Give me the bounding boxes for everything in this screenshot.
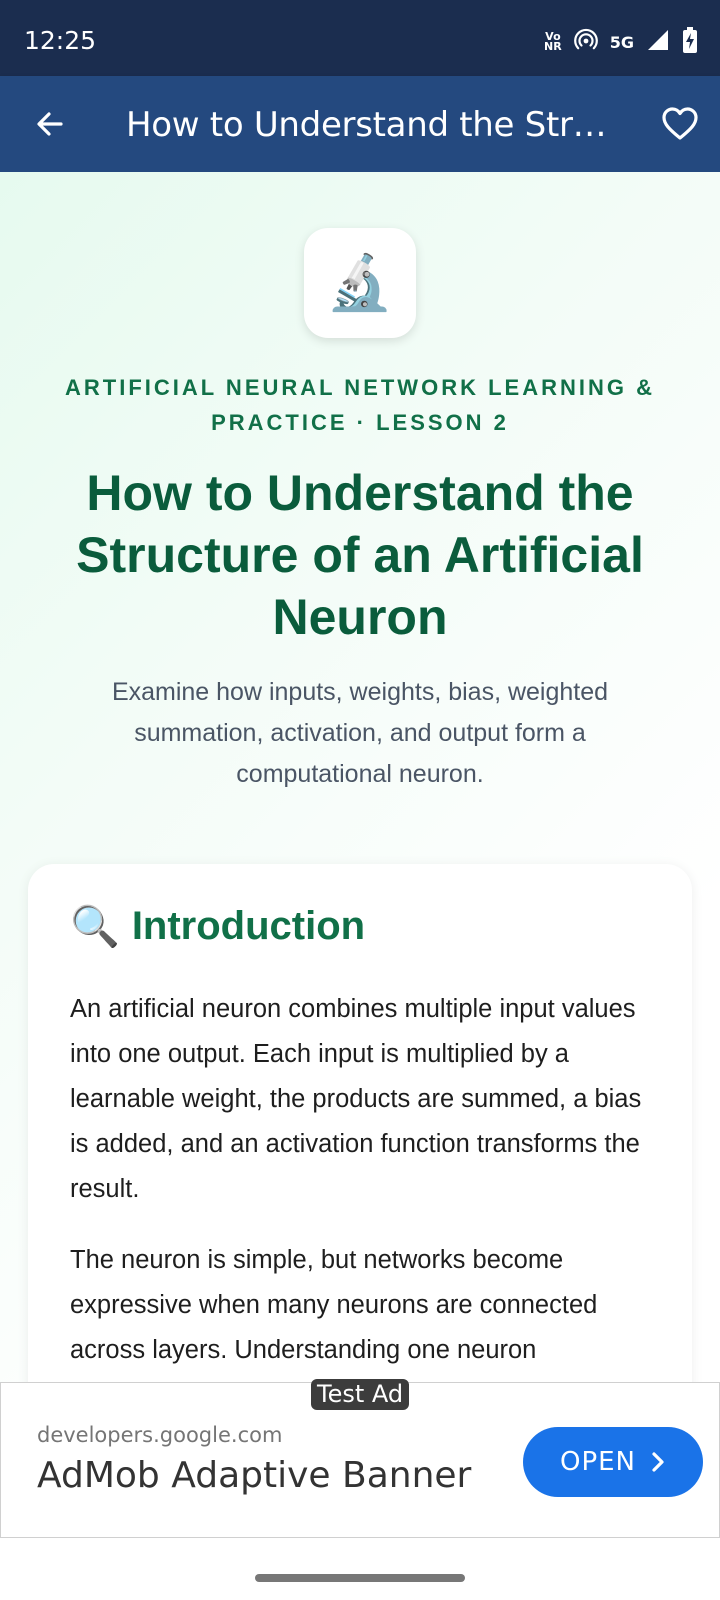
chevron-right-icon: [652, 1452, 664, 1472]
magnifier-icon: 🔍: [70, 904, 120, 949]
ad-title: AdMob Adaptive Banner: [37, 1455, 472, 1496]
introduction-paragraph-1: An artificial neuron combines multiple i…: [70, 995, 642, 1203]
battery-charging-icon: [682, 26, 698, 58]
microscope-icon: 🔬: [304, 228, 416, 338]
lesson-content[interactable]: 🔬 ARTIFICIAL NEURAL NETWORK LEARNING & P…: [0, 172, 720, 1382]
volte-icon: Vo NR: [544, 30, 562, 53]
lesson-subtitle: Examine how inputs, weights, bias, weigh…: [111, 678, 609, 788]
gesture-nav-area: [0, 1538, 720, 1600]
favorite-button[interactable]: [658, 102, 702, 146]
ad-domain: developers.google.com: [37, 1423, 283, 1447]
lesson-emoji: 🔬: [326, 253, 394, 313]
home-gesture-handle[interactable]: [255, 1574, 465, 1582]
test-ad-badge: Test Ad: [311, 1379, 410, 1410]
status-time: 12:25: [24, 26, 97, 55]
status-icons: Vo NR 5G: [544, 26, 698, 58]
lesson-title: How to Understand the Structure of an Ar…: [76, 465, 644, 645]
status-bar: 12:25 Vo NR 5G: [0, 0, 720, 76]
ad-banner[interactable]: Test Ad developers.google.com AdMob Adap…: [0, 1379, 720, 1538]
back-button[interactable]: [30, 104, 70, 144]
introduction-paragraph-2: The neuron is simple, but networks becom…: [70, 1246, 598, 1364]
introduction-heading: 🔍 Introduction: [70, 904, 365, 949]
5g-icon: 5G: [609, 32, 634, 52]
heart-outline-icon: [662, 107, 698, 140]
app-bar: How to Understand the Structure of an Ar…: [0, 76, 720, 172]
introduction-card: 🔍 Introduction An artificial neuron comb…: [28, 864, 692, 1382]
app-bar-title: How to Understand the Structure of an Ar…: [126, 105, 616, 145]
volte-bottom-label: NR: [544, 40, 562, 53]
hotspot-icon: [573, 28, 598, 57]
arrow-left-icon: [37, 112, 63, 136]
ad-open-button[interactable]: OPEN: [523, 1427, 703, 1497]
volte-top-label: Vo: [545, 30, 561, 43]
introduction-title: Introduction: [131, 904, 366, 948]
lesson-kicker: ARTIFICIAL NEURAL NETWORK LEARNING & PRA…: [65, 375, 655, 435]
signal-icon: [646, 28, 670, 57]
ad-open-label: OPEN: [559, 1447, 637, 1477]
